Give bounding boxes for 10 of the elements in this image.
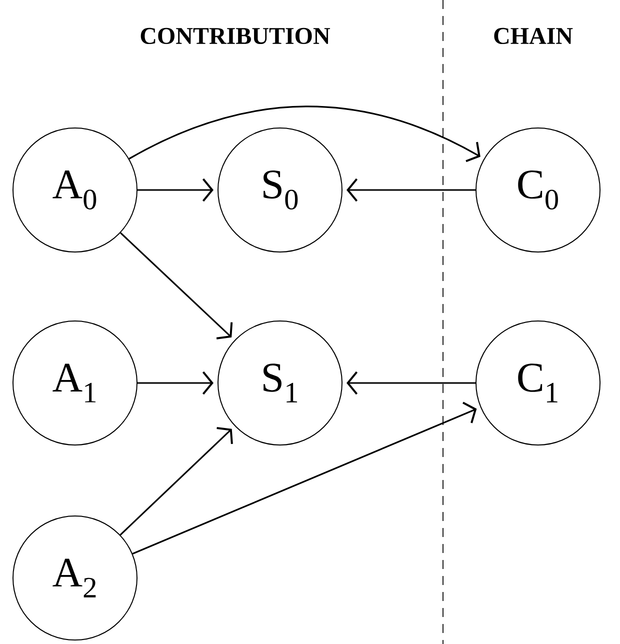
arrow [128,106,480,162]
arrow [132,402,477,554]
arrow [120,232,233,340]
column-heading: CHAIN [494,28,573,44]
arrow [138,178,214,202]
arrow [138,371,214,395]
arrow [346,178,476,202]
column-heading: CONTRIBUTION [140,28,330,44]
arrow [120,426,233,536]
arrow [346,371,476,395]
